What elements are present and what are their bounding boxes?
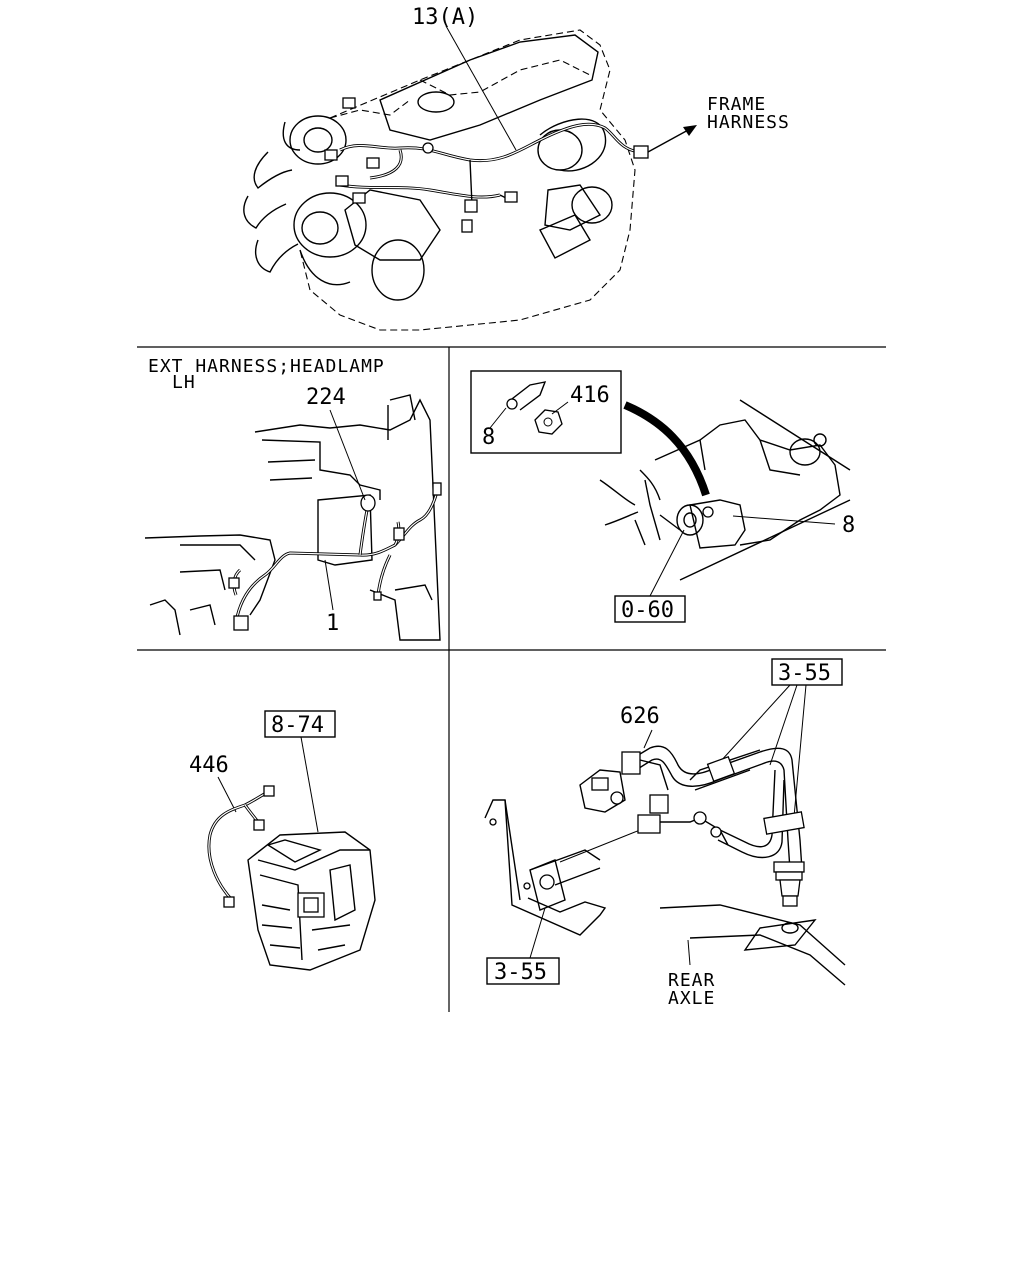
callout-8-inset: 8 — [482, 425, 495, 450]
callout-626: 626 — [620, 704, 660, 729]
callout-1: 1 — [326, 611, 339, 636]
ref-box-3-55-bottom — [486, 957, 560, 985]
heater-panel: 8-74 446 — [189, 710, 376, 971]
ref-box-8-74 — [264, 710, 336, 738]
ref-8-74: 8-74 — [271, 713, 324, 738]
frame-harness-label-2: HARNESS — [707, 112, 790, 133]
ref-box-0-60 — [614, 595, 686, 623]
ref-box-3-55-top — [771, 658, 843, 686]
rear-axle-label-2: AXLE — [668, 988, 715, 1009]
panel-dividers — [137, 346, 886, 1012]
starter-panel: 416 8 8 0-60 — [470, 370, 855, 623]
callout-416: 416 — [570, 383, 610, 408]
headlamp-title-2: LH — [172, 372, 196, 393]
ref-0-60: 0-60 — [621, 598, 674, 623]
callout-13a: 13(A) — [412, 5, 478, 30]
headlamp-panel: EXT HARNESS;HEADLAMP LH 224 1 — [144, 356, 442, 641]
callout-8-main: 8 — [842, 513, 855, 538]
rear-axle-label-1: REAR — [668, 970, 715, 991]
engine-panel: 13(A) FRAME HARNESS — [243, 5, 790, 331]
callout-446: 446 — [189, 753, 229, 778]
callout-224: 224 — [306, 385, 346, 410]
frame-harness-label-1: FRAME — [707, 94, 766, 115]
ref-3-55-top: 3-55 — [778, 661, 831, 686]
axle-panel: 3-55 626 — [484, 658, 846, 1009]
headlamp-title-1: EXT HARNESS;HEADLAMP — [148, 356, 385, 377]
ref-3-55-bottom: 3-55 — [494, 960, 547, 985]
